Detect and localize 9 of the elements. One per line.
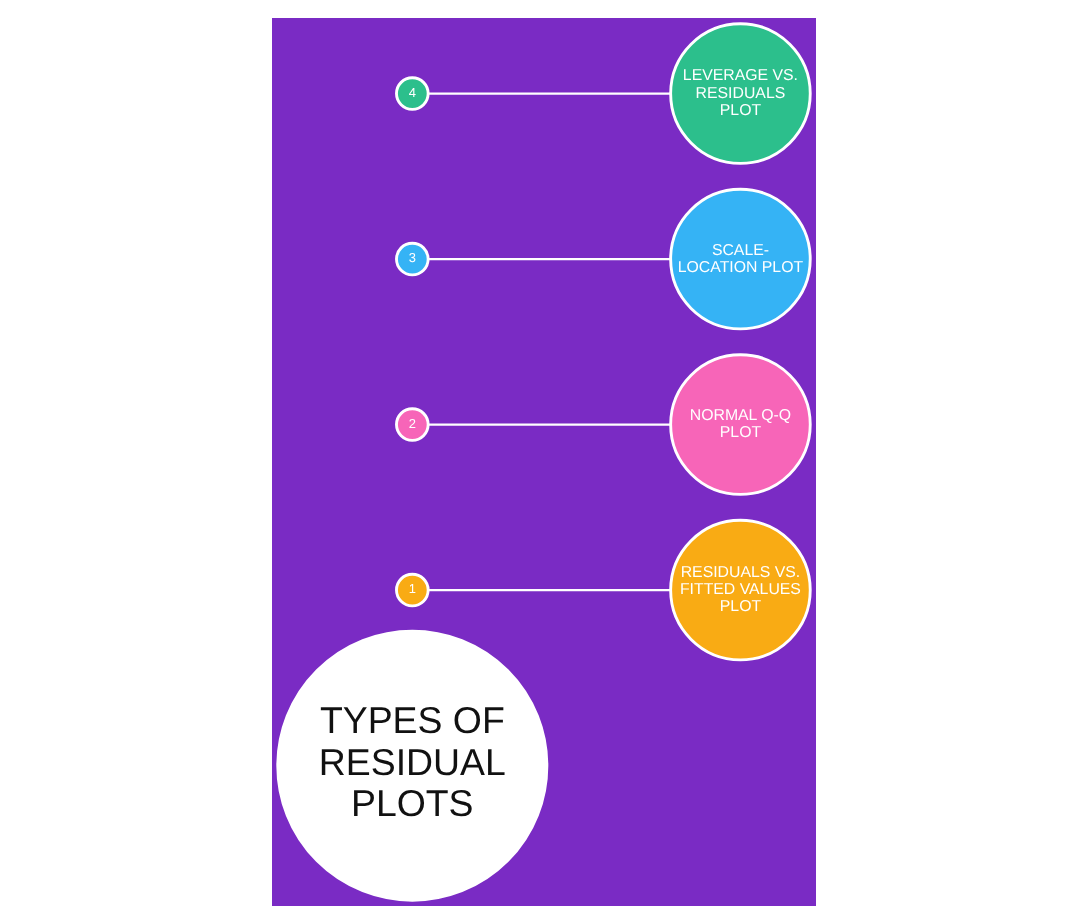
node-circle: NORMAL Q-Q PLOT — [668, 352, 811, 495]
node-circle: LEVERAGE VS. RESIDUALS PLOT — [668, 21, 811, 164]
connector — [427, 422, 670, 425]
connector — [427, 257, 670, 260]
connector — [427, 91, 670, 94]
node-circle: RESIDUALS VS. FITTED VALUES PLOT — [668, 517, 811, 661]
node-circle: TYPES OF RESIDUAL PLOTS — [275, 628, 548, 901]
node-circle: SCALE- LOCATION PLOT — [668, 186, 811, 330]
connector — [427, 588, 670, 591]
